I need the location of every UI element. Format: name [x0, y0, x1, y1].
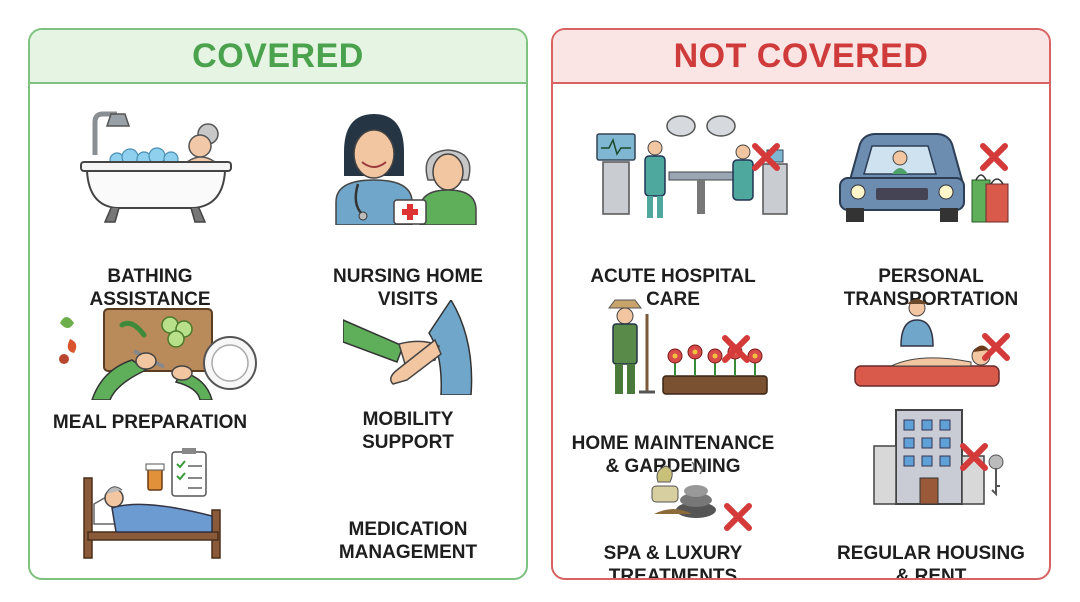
item-meal-preparation: MEAL PREPARATION [30, 305, 270, 445]
x-mark-icon [960, 443, 988, 471]
nurse-icon [335, 114, 477, 225]
item-label: REGULAR HOUSING & RENT [837, 543, 1025, 580]
covered-title: COVERED [30, 30, 526, 84]
item-personal-transportation: PERSONAL TRANSPORTATION [811, 110, 1049, 310]
bathtub-icon [80, 111, 232, 223]
item-acute-hospital-care: ACUTE HOSPITAL CARE [553, 110, 793, 310]
covered-panel: COVERED BATHING ASSISTANCE [28, 28, 528, 580]
x-mark-icon [724, 503, 752, 531]
helping-hands-icon [343, 300, 473, 395]
item-label: BATHING ASSISTANCE [89, 266, 211, 310]
item-massage [811, 296, 1049, 406]
operating-room-icon [596, 115, 788, 218]
item-label: MOBILITY SUPPORT [362, 409, 454, 453]
car-icon [839, 133, 1009, 223]
apartment-building-icon [873, 409, 1004, 505]
item-mobility-support: MOBILITY SUPPORT [288, 300, 526, 453]
item-spa-luxury-treatments: SPA & LUXURY TREATMENTS [553, 462, 793, 580]
gardener-icon [608, 299, 768, 395]
item-label: PERSONAL TRANSPORTATION [843, 266, 1019, 310]
not-covered-title: NOT COVERED [553, 30, 1049, 84]
x-mark-icon [982, 333, 1010, 361]
item-bathing-assistance: BATHING ASSISTANCE [30, 110, 270, 310]
item-medication-management: MEDICATION MANAGEMENT [288, 510, 526, 570]
x-mark-icon [752, 143, 780, 171]
item-label: HOME MAINTENANCE & GARDENING [571, 433, 775, 477]
spa-stones-icon [651, 462, 716, 518]
item-label: MEAL PREPARATION [52, 412, 248, 433]
not-covered-panel: NOT COVERED ACUTE HOSPITAL CARE [551, 28, 1051, 580]
item-label: NURSING HOME VISITS [333, 266, 483, 310]
item-home-maintenance-gardening: HOME MAINTENANCE & GARDENING [553, 294, 793, 477]
item-label: ACUTE HOSPITAL CARE [590, 266, 756, 310]
plate-icon [203, 336, 257, 390]
item-patient-bed [30, 448, 270, 563]
x-mark-icon [980, 143, 1008, 171]
item-regular-housing-rent: REGULAR HOUSING & RENT [811, 406, 1049, 578]
cutting-board-icon [59, 308, 213, 400]
x-mark-icon [722, 335, 750, 363]
item-label: SPA & LUXURY TREATMENTS [603, 543, 743, 580]
item-label: MEDICATION MANAGEMENT [338, 519, 478, 563]
patient-bed-icon [83, 448, 221, 559]
item-nursing-home-visits: NURSING HOME VISITS [288, 110, 526, 310]
massage-icon [854, 299, 1000, 387]
